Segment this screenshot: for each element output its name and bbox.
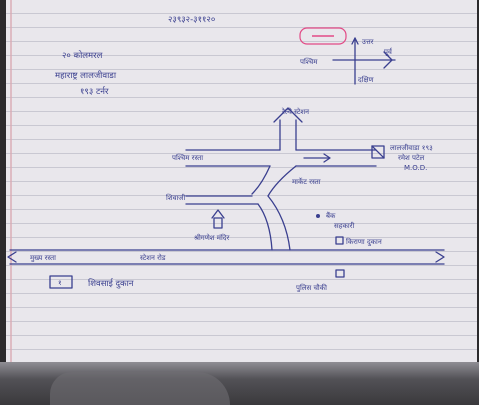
compass-east: पूर्व (384, 47, 393, 56)
shop-icon (335, 236, 344, 245)
title-line3: १९३ टर्नर (80, 86, 109, 97)
label-bank-sub: सहकारी (334, 221, 355, 230)
label-main-road-left: मुख्य रस्ता (30, 254, 56, 262)
notebook-paper (6, 0, 477, 372)
label-shop: किराणा दुकान (346, 237, 382, 247)
label-police: पुलिस चौकी (296, 283, 327, 292)
road-north (273, 107, 303, 151)
bank-dot (316, 214, 320, 218)
hand-shadow (50, 372, 230, 405)
label-main-road-mid: स्टेशन रोड (140, 253, 166, 262)
label-main-house: लालजीवाडा १९३ (390, 143, 433, 152)
compass-west: पश्चिम (300, 57, 318, 66)
label-house-sub: रमेश पटेल (398, 153, 425, 162)
compass-south: दक्षिण (358, 75, 375, 84)
box-left (49, 275, 73, 289)
title-line2: महाराष्ट्र लालजीवाडा (55, 70, 117, 81)
margin-line (10, 0, 12, 372)
label-house-code: M.O.D. (404, 164, 427, 172)
label-temple: श्रीगणेश मंदिर (194, 233, 229, 242)
label-center-road: मार्केट रस्ता (292, 177, 321, 186)
label-north-end: रेल्वे स्टेशन (282, 107, 309, 116)
title-line1: २० कोलमरल (62, 50, 103, 61)
main-house (371, 145, 385, 159)
road-curved (185, 165, 297, 251)
compass: उत्तर पूर्व पश्चिम दक्षिण (300, 37, 396, 85)
label-west-road2: शिवाजी (166, 193, 185, 202)
box-left-number: १ (58, 279, 62, 287)
pink-stamp (299, 27, 347, 45)
label-west-road: पश्चिम रस्ता (172, 153, 203, 162)
header-number: २३९३२-३११२० (168, 15, 215, 25)
compass-north: उत्तर (362, 38, 374, 46)
road-east-west (185, 149, 377, 167)
temple-icon (211, 209, 225, 229)
main-road (7, 249, 445, 265)
label-box-left: शिवसाई दुकान (88, 278, 134, 289)
police-icon (335, 269, 345, 278)
label-bank: बैंक (326, 211, 336, 220)
